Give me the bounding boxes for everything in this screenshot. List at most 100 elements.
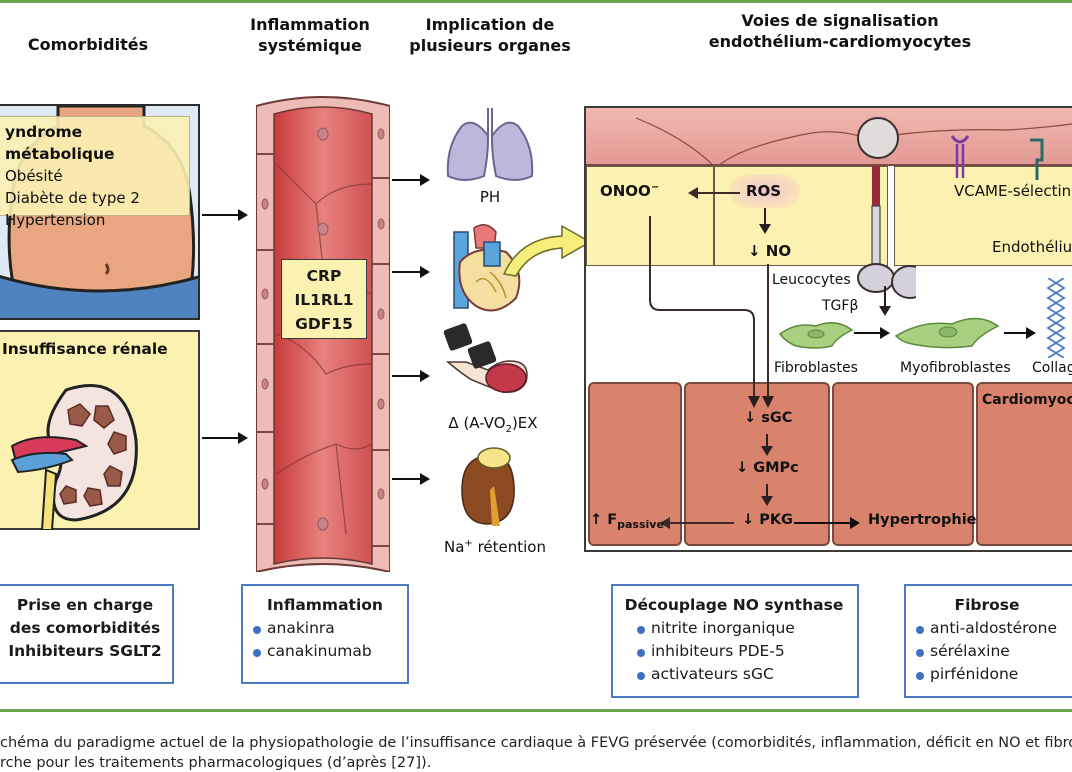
biomarker-gdf15: GDF15 — [295, 315, 353, 333]
hypertrophy-label: Hypertrophie — [868, 512, 977, 528]
arrow-vessel-to-kidney — [392, 473, 430, 485]
treatment-title: Inflammation — [267, 596, 383, 614]
gmpc-label: ↓ GMPc — [736, 460, 799, 476]
collagen-label: Collag — [1032, 360, 1072, 376]
treatment-box-fibrosis: Fibrose anti-aldostérone sérélaxine pirf… — [904, 584, 1072, 698]
comorbidity-item: Diabète de type 2 — [5, 189, 140, 207]
treatment-title-line: Prise en charge — [16, 596, 154, 614]
collagen-icon — [1046, 278, 1066, 358]
arrow-gmpc-to-pkg — [761, 484, 773, 506]
arrow-tgfb-down — [879, 286, 891, 316]
header-organs-line1: Implication de — [425, 15, 555, 34]
pathway-connectors — [649, 216, 774, 408]
endothelium-label: Endothéliu — [992, 238, 1072, 256]
header-inflammation-line2: systémique — [258, 36, 362, 55]
arrow-metabolic-to-vessel — [202, 209, 248, 221]
vcam-label: VCAM — [954, 182, 998, 200]
treatment-title-line: Inhibiteurs SGLT2 — [8, 642, 162, 660]
arrow-vessel-to-muscle — [392, 370, 430, 382]
kidney-icon — [461, 447, 515, 526]
header-inflammation-line1: Inflammation — [250, 15, 370, 34]
renal-insufficiency-title: Insuffisance rénale — [2, 340, 168, 358]
treatment-item: sérélaxine — [916, 640, 1072, 663]
fpassive-label: ↑ Fpassive — [590, 512, 664, 531]
myofibroblasts-label: Myofibroblastes — [900, 360, 1011, 376]
organ-label-ph: PH — [479, 188, 501, 206]
bottom-rule — [0, 709, 1072, 712]
treatment-title: Fibrose — [954, 596, 1020, 614]
biomarkers-box: CRP IL1RL1 GDF15 — [281, 259, 367, 339]
arrow-ros-to-no — [759, 208, 771, 234]
kidney-cross-section-icon — [10, 384, 138, 530]
arrow-vessel-to-heart — [392, 266, 430, 278]
metabolic-syndrome-title: yndrome métabolique — [5, 123, 115, 163]
no-label: ↓ NO — [748, 242, 792, 260]
arrow-renal-to-vessel — [202, 432, 248, 444]
sgc-label: ↓ sGC — [744, 410, 793, 426]
metabolic-syndrome-panel: yndrome métabolique Obésité Diabète de t… — [0, 104, 200, 320]
renal-insufficiency-panel: Insuffisance rénale — [0, 330, 200, 530]
comorbidity-item: Hypertension — [5, 211, 106, 229]
fibroblasts-label: Fibroblastes — [774, 360, 858, 376]
treatment-title-line: des comorbidités — [9, 619, 161, 637]
endothelial-cell-borders — [635, 117, 1072, 168]
blood-vessel: CRP IL1RL1 GDF15 — [255, 94, 391, 574]
arrow-fibroblast-to-myofibroblast — [854, 327, 890, 339]
treatment-item: anti-aldostérone — [916, 617, 1072, 640]
arrow-pkg-to-fpassive — [660, 517, 734, 529]
arrow-myofibroblast-to-collagen — [1004, 327, 1036, 339]
treatment-title: Découplage NO synthase — [624, 596, 844, 614]
cardiomyocytes-label: Cardiomyoc — [982, 392, 1072, 408]
metabolic-syndrome-label-box: yndrome métabolique Obésité Diabète de t… — [0, 116, 190, 229]
leucocytes-label: Leucocytes — [772, 272, 851, 288]
header-inflammation: Inflammation systémique — [240, 14, 380, 56]
cardiomyocyte-cell — [832, 382, 974, 546]
top-rule — [0, 0, 1072, 3]
header-comorbidities: Comorbidités — [27, 35, 149, 54]
onoo-label: ONOO− — [600, 182, 660, 200]
header-signaling: Voies de signalisation endothélium-cardi… — [690, 10, 990, 52]
header-signaling-line2: endothélium-cardiomyocytes — [708, 32, 972, 51]
arrow-ros-to-onoo — [688, 187, 740, 199]
treatment-item: pirfénidone — [916, 663, 1072, 686]
organ-label-na-retention: Na+ rétention — [444, 538, 546, 556]
treatment-box-inflammation: Inflammation anakinra canakinumab — [241, 584, 409, 684]
vessel-lumen-band — [586, 108, 1072, 166]
figure-caption-line1: chéma du paradigme actuel de la physiopa… — [0, 735, 1072, 751]
arrow-sgc-to-gmpc — [761, 434, 773, 456]
leucocyte-transmigration-icon — [857, 117, 916, 299]
header-organs-line2: plusieurs organes — [409, 36, 571, 55]
treatment-item: canakinumab — [253, 640, 397, 663]
cardiomyocyte-cell — [684, 382, 830, 546]
biomarker-il1rl1: IL1RL1 — [294, 291, 354, 309]
fibroblast-icon — [778, 322, 854, 349]
comorbidity-item: Obésité — [5, 167, 63, 185]
treatment-item: inhibiteurs PDE-5 — [637, 640, 845, 663]
tgfb-label: TGFβ — [822, 298, 859, 314]
lungs-icon — [446, 108, 534, 181]
treatment-box-no-synthase: Découplage NO synthase nitrite inorganiq… — [611, 584, 859, 698]
figure-caption-line2: rche pour les traitements pharmacologiqu… — [0, 755, 432, 771]
header-organs: Implication de plusieurs organes — [405, 14, 575, 56]
muscle-dumbbell-icon — [443, 323, 528, 394]
treatment-item: nitrite inorganique — [637, 617, 845, 640]
e-selectin-label: E-sélectin — [998, 182, 1072, 200]
heart-icon — [453, 224, 521, 312]
signaling-panel: ONOO− ROS ↓ NO VCAM E-sélectin Endothéli… — [584, 106, 1072, 552]
ros-glow — [730, 174, 800, 208]
vcam-receptor-icon — [950, 135, 970, 178]
biomarker-crp: CRP — [306, 267, 342, 285]
endothelial-cell — [894, 166, 1072, 266]
treatment-item: activateurs sGC — [637, 663, 845, 686]
yellow-curved-arrow-icon — [502, 224, 592, 277]
arrow-pkg-to-hypertrophy — [794, 517, 860, 529]
header-signaling-line1: Voies de signalisation — [741, 11, 939, 30]
treatment-item: anakinra — [253, 617, 397, 640]
treatment-box-comorbidities: Prise en charge des comorbidités Inhibit… — [0, 584, 174, 684]
myofibroblast-icon — [894, 317, 1000, 349]
ros-label: ROS — [746, 182, 782, 200]
e-selectin-receptor-icon — [1030, 138, 1044, 180]
arrow-vessel-to-lungs — [392, 174, 430, 186]
organ-label-avo2: Δ (A-VO2)EX — [448, 414, 538, 435]
cardiomyocyte-cell — [976, 382, 1072, 546]
